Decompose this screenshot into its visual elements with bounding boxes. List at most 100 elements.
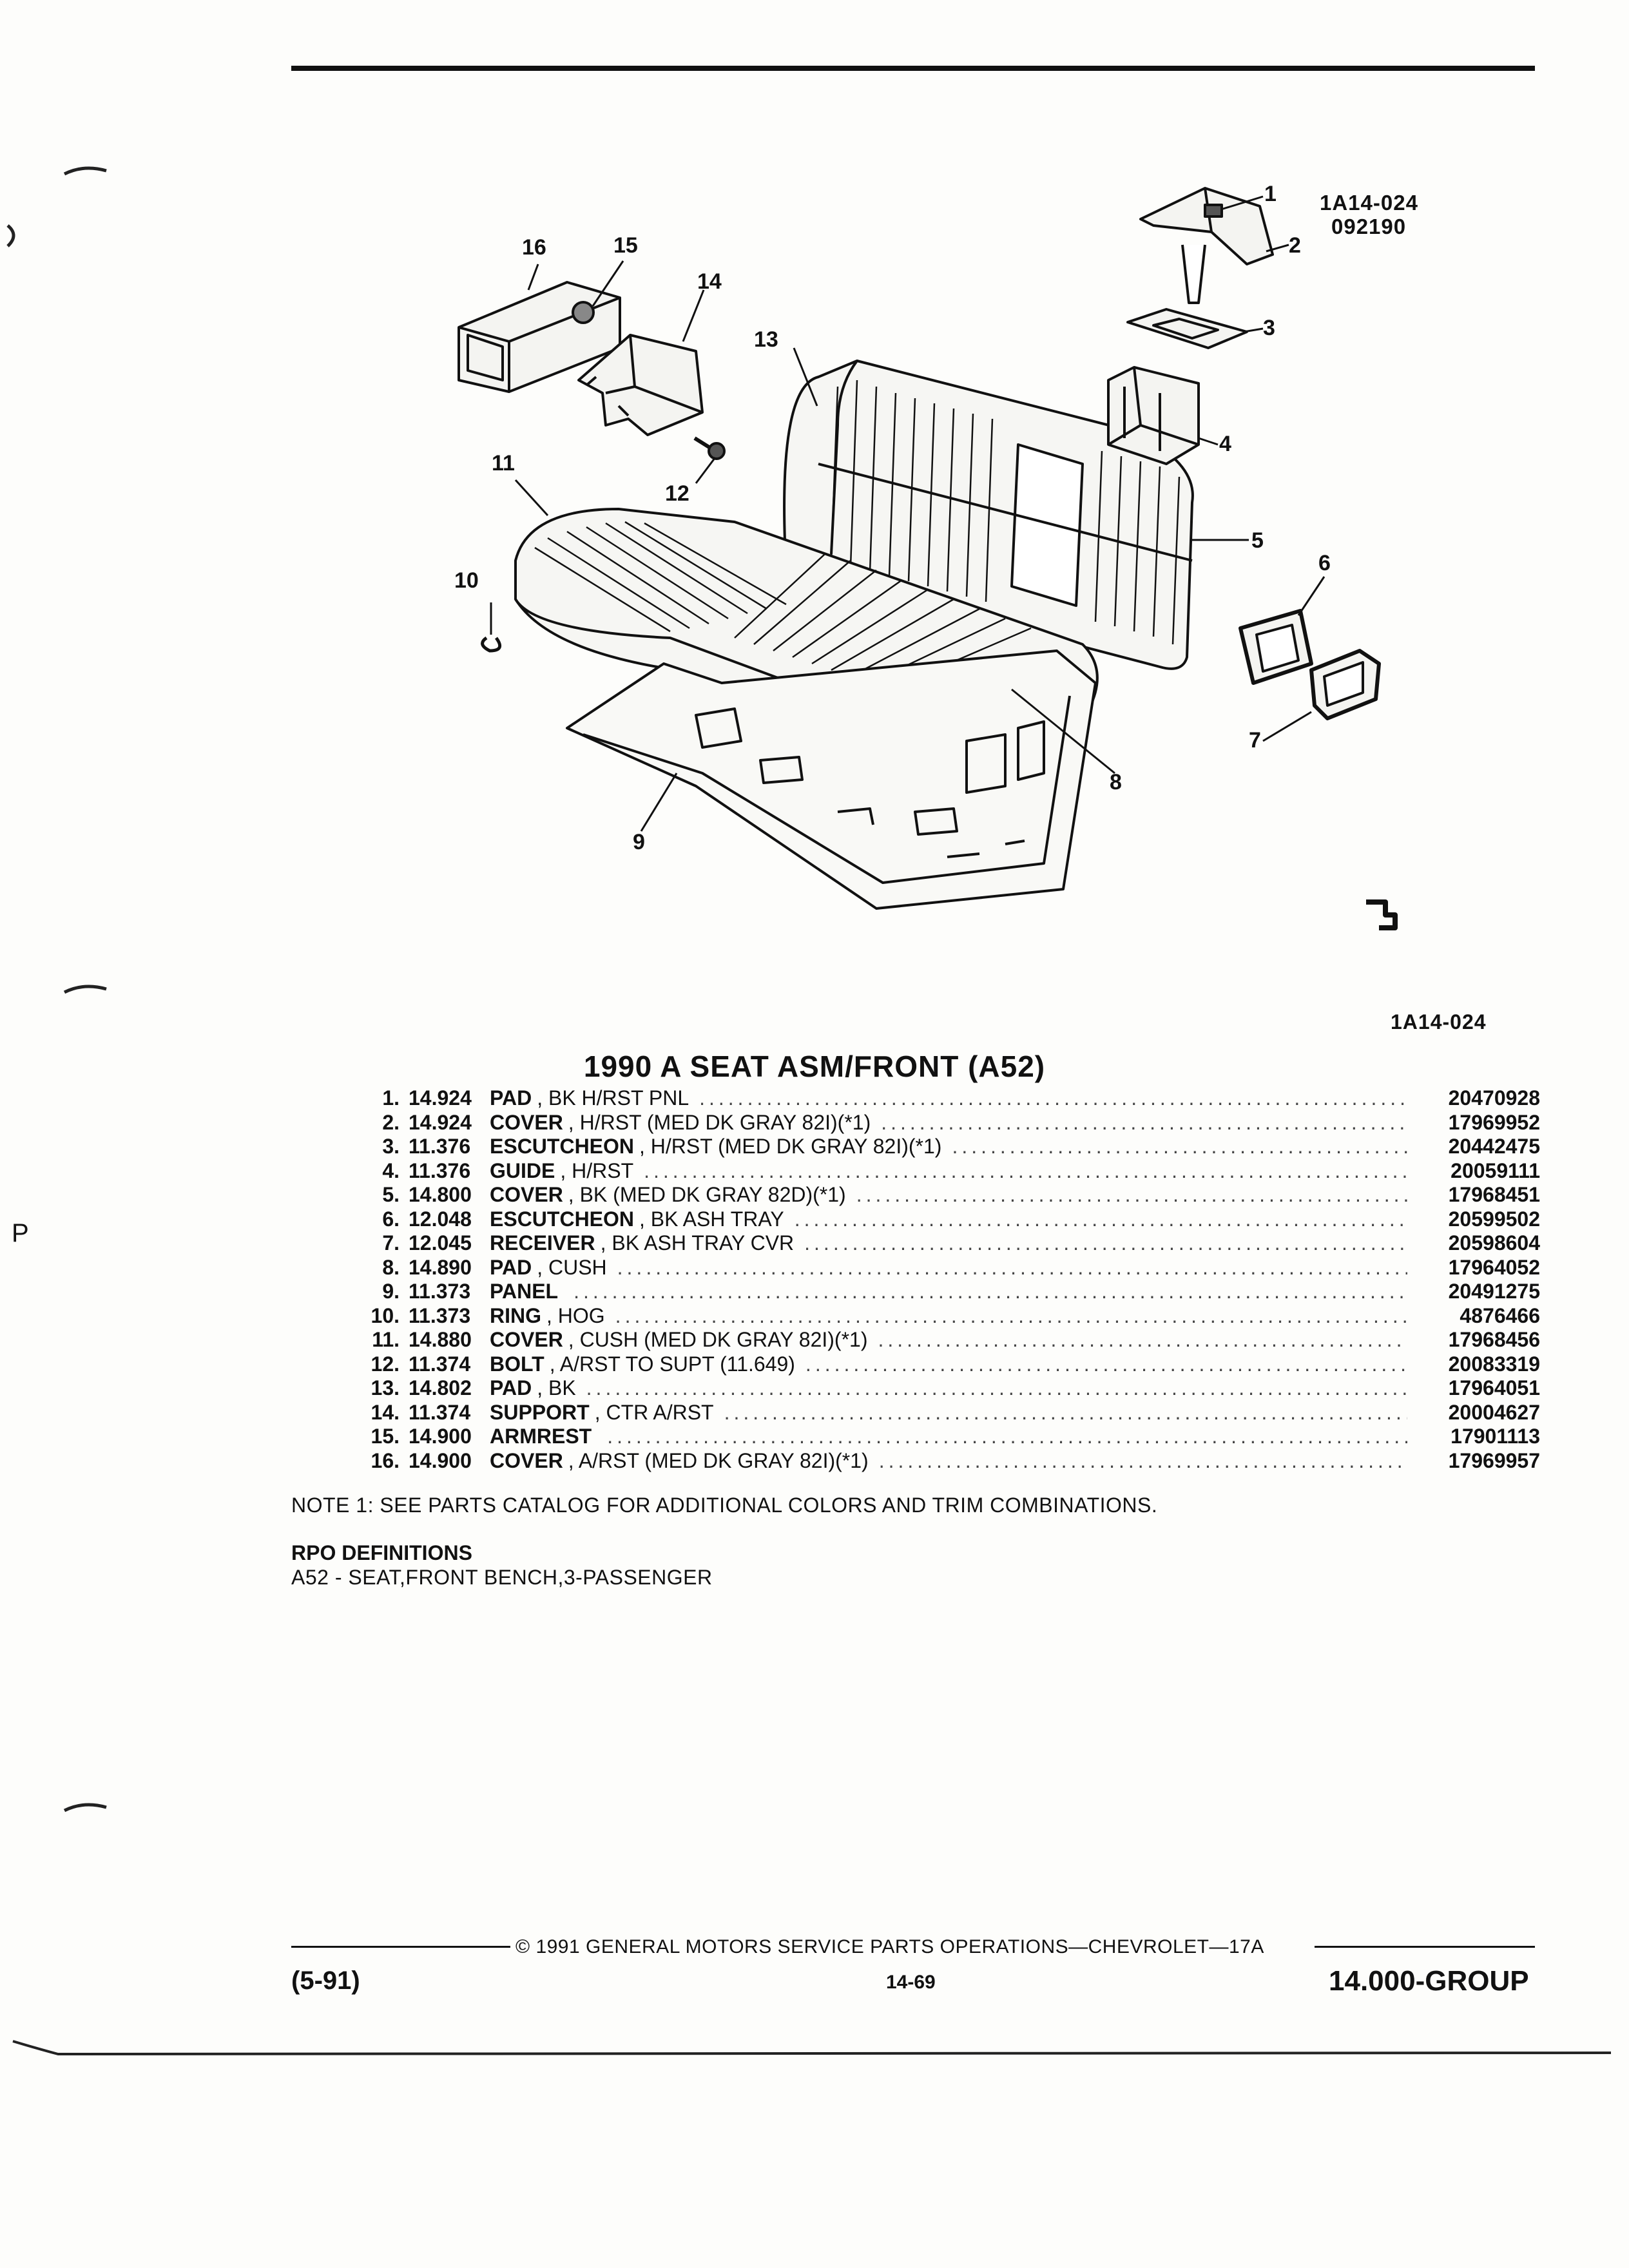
group-number: 11.373 [409,1303,471,1327]
item-number: 16. [371,1448,400,1472]
part-name: PAD [490,1255,532,1279]
item-number: 11. [372,1328,400,1351]
footer-page-number: 14-69 [886,1972,936,1993]
part-name: ESCUTCHEON [490,1207,635,1231]
part-description: , BK (MED DK GRAY 82D)(*1) [568,1183,846,1206]
seat-exploded-diagram: 1 2 3 4 5 6 7 8 9 10 11 12 13 14 15 16 [454,182,1398,930]
part-number: 17968451 [1448,1183,1540,1206]
part-name: RING [490,1303,541,1327]
item-number: 7. [382,1231,400,1254]
top-rule [291,66,1535,71]
group-number: 11.373 [409,1280,471,1303]
part-name: COVER [490,1183,563,1206]
part-name: PAD [490,1086,532,1110]
footer-copyright: © 1991 GENERAL MOTORS SERVICE PARTS OPER… [516,1936,1264,1957]
part-description: , CUSH [537,1255,607,1279]
leader-dots [879,1449,1407,1474]
part-number: 20004627 [1448,1400,1540,1424]
part-number: 17964052 [1448,1255,1540,1279]
part-description: , A/RST TO SUPT (11.649) [549,1352,795,1376]
leader-dots [724,1401,1407,1425]
item-number: 9. [382,1280,400,1303]
support-part [577,334,704,436]
callout-10: 10 [454,568,479,593]
item-number: 14. [371,1400,400,1424]
callout-2: 2 [1289,233,1301,258]
group-number: 14.890 [409,1255,472,1279]
item-number: 6. [382,1207,400,1231]
group-number: 12.045 [409,1231,472,1254]
part-description: , CUSH (MED DK GRAY 82I)(*1) [568,1328,868,1351]
item-number: 12. [371,1352,400,1376]
part-description: , BK ASH TRAY [639,1207,784,1231]
parts-list-row: 8. 14.890 PAD, CUSH 17964052 [335,1256,1540,1280]
leader-dots [804,1231,1407,1256]
seat-back-pleats [830,380,1181,645]
group-number: 11.376 [409,1158,471,1182]
item-number: 13. [371,1376,400,1399]
leader-dots [586,1376,1407,1401]
callout-13: 13 [754,327,778,352]
rpo-definition-a52: A52 - SEAT,FRONT BENCH,3-PASSENGER [291,1566,713,1589]
part-name: PANEL [490,1280,559,1303]
part-description: , H/RST (MED DK GRAY 82I)(*1) [568,1110,871,1134]
footer-rule-right [1315,1946,1535,1948]
footer-group-code: 14.000-GROUP [1329,1965,1529,1997]
group-number: 12.048 [409,1207,472,1231]
callout-5: 5 [1251,528,1264,553]
part-number: 17968456 [1448,1328,1540,1351]
group-number: 14.880 [409,1328,472,1351]
part-name: ESCUTCHEON [490,1135,635,1158]
part-name: COVER [490,1110,563,1134]
callout-3: 3 [1263,316,1275,340]
part-name: COVER [490,1448,563,1472]
part-name: RECEIVER [490,1231,595,1254]
diagram-ref-date: 092190 [1331,215,1407,238]
leader-dots [795,1207,1407,1232]
group-number: 14.924 [409,1110,472,1134]
part-description: , H/RST (MED DK GRAY 82I)(*1) [639,1135,942,1158]
parts-list-row: 11. 14.880 COVER, CUSH (MED DK GRAY 82I)(*… [335,1328,1540,1352]
leader-dots [856,1183,1407,1207]
part-name: COVER [490,1328,563,1351]
part-number: 20083319 [1448,1352,1540,1376]
part-description: , H/RST [560,1158,634,1182]
callout-7: 7 [1249,728,1261,753]
seat-panel-part [566,649,1097,910]
ash-tray-escutcheon-part [1239,609,1313,685]
part-description: , BK [537,1376,576,1399]
part-name: SUPPORT [490,1400,590,1424]
callout-14: 14 [697,269,722,294]
part-number: 20059111 [1451,1158,1540,1182]
group-number: 11.374 [409,1400,471,1424]
part-number: 20491275 [1448,1280,1540,1303]
callout-4: 4 [1219,432,1231,456]
leader-dots [607,1425,1407,1449]
callout-12: 12 [665,481,689,506]
item-number: 10. [371,1303,400,1327]
part-number: 4876466 [1460,1303,1540,1327]
leader-dots [881,1111,1407,1135]
margin-glyph: P [12,1219,29,1247]
leader-dots [878,1328,1407,1352]
part-number: 20598604 [1448,1231,1540,1254]
part-number: 20442475 [1448,1135,1540,1158]
callout-15: 15 [613,233,638,258]
item-number: 15. [371,1425,400,1448]
footer-rule-left [291,1946,510,1948]
part-number: 17964051 [1448,1376,1540,1399]
part-name: GUIDE [490,1158,555,1182]
bottom-scan-line [12,2040,1612,2056]
item-number: 1. [382,1086,400,1110]
parts-list-row: 9. 11.373 PANEL 20491275 [335,1280,1540,1304]
item-number: 8. [382,1255,400,1279]
section-title: 1990 A SEAT ASM/FRONT (A52) [583,1050,1046,1083]
